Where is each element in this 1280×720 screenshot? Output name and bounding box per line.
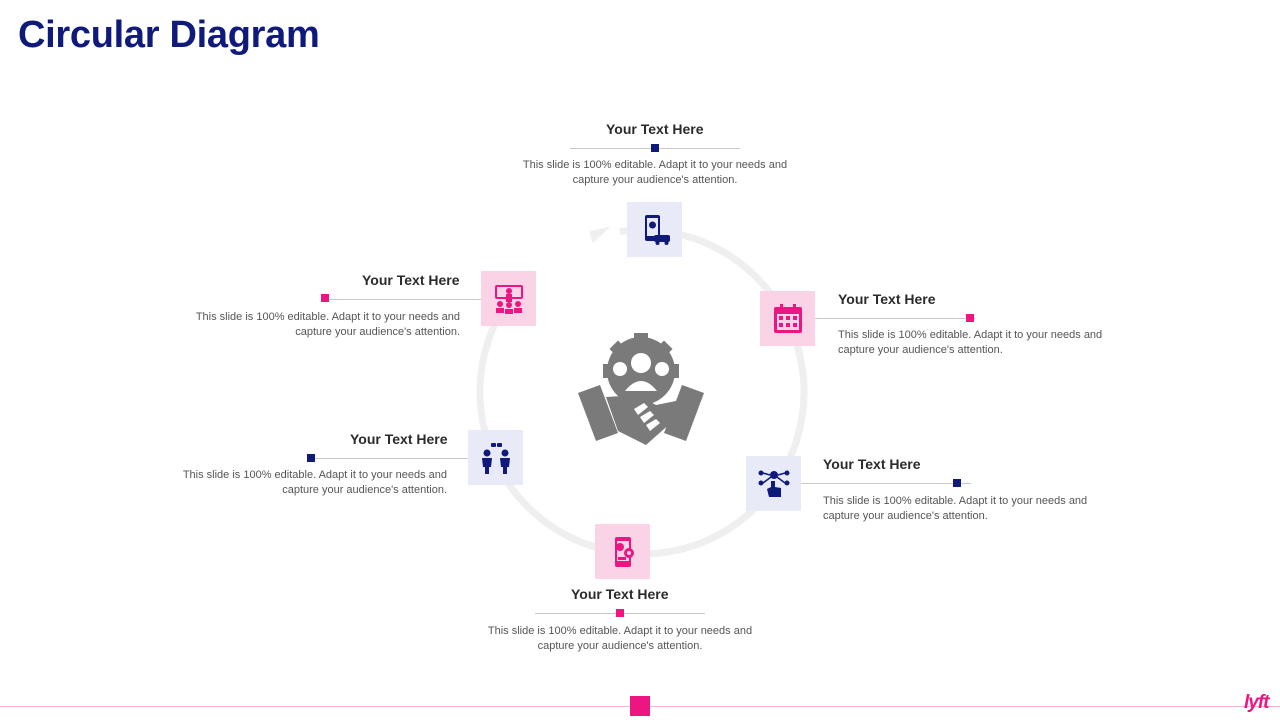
footer-marker bbox=[630, 696, 650, 716]
item-lower-right-line bbox=[801, 483, 971, 484]
calendar-icon bbox=[773, 303, 802, 333]
item-top-icon-box bbox=[627, 202, 682, 257]
item-lower-left-description: This slide is 100% editable. Adapt it to… bbox=[182, 469, 447, 496]
mobile-global-payment-icon bbox=[614, 536, 634, 567]
item-top-title: Your Text Here bbox=[606, 121, 704, 137]
item-lower-left-marker bbox=[307, 454, 315, 462]
item-lower-right-title: Your Text Here bbox=[823, 456, 921, 472]
item-upper-right-marker bbox=[966, 314, 974, 322]
item-lower-left-title: Your Text Here bbox=[350, 431, 448, 447]
mobile-location-car-icon bbox=[644, 214, 670, 245]
slide-title: Circular Diagram bbox=[18, 14, 320, 56]
item-bottom-description: This slide is 100% editable. Adapt it to… bbox=[487, 625, 753, 652]
item-bottom-marker bbox=[616, 609, 624, 617]
item-lower-left-icon-box bbox=[468, 430, 523, 485]
item-upper-right-icon-box bbox=[760, 291, 815, 346]
item-bottom-title: Your Text Here bbox=[571, 586, 669, 602]
item-lower-right-icon-box bbox=[746, 456, 801, 511]
touch-network-icon bbox=[758, 470, 789, 497]
item-upper-left-title: Your Text Here bbox=[362, 272, 460, 288]
item-lower-right-description: This slide is 100% editable. Adapt it to… bbox=[823, 495, 1088, 522]
item-upper-left-icon-box bbox=[481, 271, 536, 326]
cycle-arrow-head bbox=[589, 226, 611, 244]
item-upper-left-line bbox=[322, 299, 481, 300]
item-upper-right-title: Your Text Here bbox=[838, 291, 936, 307]
item-upper-left-marker bbox=[321, 294, 329, 302]
item-top-description: This slide is 100% editable. Adapt it to… bbox=[522, 159, 788, 186]
item-bottom-icon-box bbox=[595, 524, 650, 579]
people-discussion-icon bbox=[481, 442, 510, 474]
teamwork-handshake-gear-icon bbox=[578, 333, 704, 445]
brand-logo: lyft bbox=[1244, 692, 1269, 713]
item-upper-right-description: This slide is 100% editable. Adapt it to… bbox=[838, 329, 1103, 356]
item-upper-left-description: This slide is 100% editable. Adapt it to… bbox=[195, 311, 460, 338]
item-top-marker bbox=[651, 144, 659, 152]
item-lower-right-marker bbox=[953, 479, 961, 487]
item-lower-left-line bbox=[308, 458, 468, 459]
item-upper-right-line bbox=[815, 318, 975, 319]
presenter-audience-icon bbox=[494, 284, 523, 314]
